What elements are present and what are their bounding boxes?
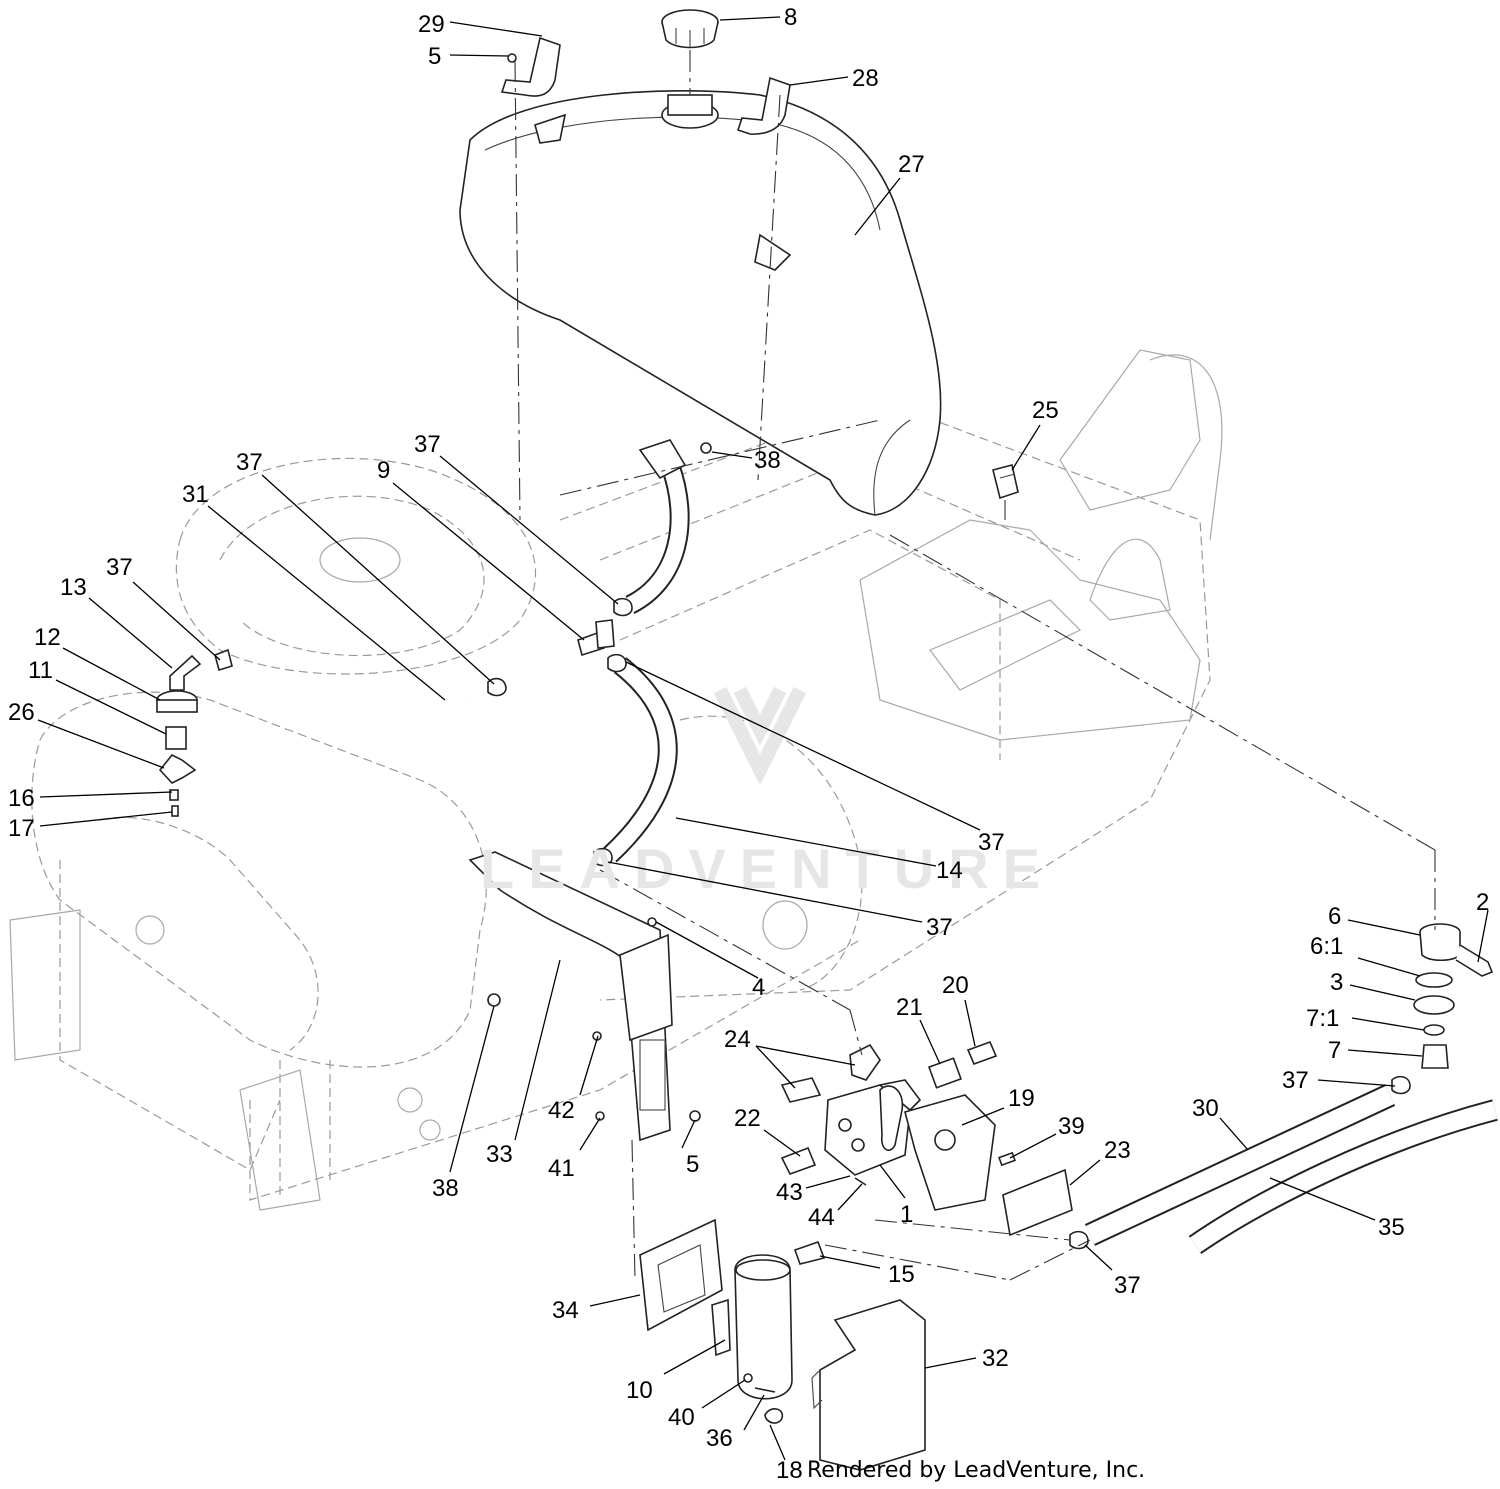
assembly-lines [514,50,1436,1281]
callout-42: 42 [548,1097,575,1124]
callout-36: 36 [706,1425,733,1452]
callout-1: 1 [900,1201,913,1228]
callout-30: 30 [1192,1095,1219,1122]
callout-37: 37 [106,554,133,581]
callouts: 29 5 8 28 27 25 37 38 37 9 31 37 13 12 1… [8,4,1489,1484]
callout-5: 5 [428,43,441,70]
callout-37: 37 [236,449,263,476]
callout-24: 24 [724,1026,751,1053]
callout-41: 41 [548,1155,575,1182]
filter-bowl [734,1240,826,1400]
callout-32: 32 [982,1345,1009,1372]
bracket-34 [639,1218,731,1357]
callout-7-1: 7:1 [1306,1005,1339,1032]
callout-31: 31 [182,481,209,508]
hose-top [625,461,690,614]
callout-28: 28 [852,65,879,92]
callout-44: 44 [808,1204,835,1231]
callout-18: 18 [776,1457,803,1484]
tank-strap-left [500,36,561,97]
callout-13: 13 [60,574,87,601]
callout-4: 4 [752,974,765,1001]
callout-3: 3 [1330,969,1343,996]
callout-37: 37 [1282,1067,1309,1094]
callout-25: 25 [1032,397,1059,424]
watermark: LEADVENTURE [480,686,1054,900]
callout-27: 27 [898,151,925,178]
callout-17: 17 [8,815,35,842]
bracket-33 [468,851,673,1142]
hose-31 [230,670,473,719]
callout-9: 9 [377,457,390,484]
callout-16: 16 [8,785,35,812]
callout-8: 8 [784,4,797,31]
callout-7: 7 [1328,1037,1341,1064]
hose-30 [1084,1084,1396,1246]
callout-19: 19 [1008,1085,1035,1112]
drain-assembly [1413,923,1494,1069]
callout-6: 6 [1328,903,1341,930]
callout-38: 38 [432,1175,459,1202]
callout-20: 20 [942,972,969,999]
hose-14 [603,657,678,863]
callout-37: 37 [978,829,1005,856]
callout-23: 23 [1104,1137,1131,1164]
callout-22: 22 [734,1105,761,1132]
callout-39: 39 [1058,1113,1085,1140]
callout-5: 5 [686,1151,699,1178]
callout-35: 35 [1378,1214,1405,1241]
filter-guard [811,1299,926,1471]
watermark-text: LEADVENTURE [480,837,1054,900]
callout-43: 43 [776,1179,803,1206]
callout-37: 37 [414,431,441,458]
fuel-cap [661,9,719,49]
callout-2: 2 [1476,889,1489,916]
tank-strap-right [736,76,791,135]
callout-6-1: 6:1 [1310,933,1343,960]
callout-11: 11 [28,657,53,684]
callout-37: 37 [926,914,953,941]
callout-26: 26 [8,699,35,726]
tractor-frame-ghost [9,349,1223,1211]
callout-34: 34 [552,1297,579,1324]
callout-40: 40 [668,1404,695,1431]
callout-21: 21 [896,994,923,1021]
credit-text: Rendered by LeadVenture, Inc. [807,1458,1145,1483]
callout-37: 37 [1114,1272,1141,1299]
callout-29: 29 [418,11,445,38]
fuel-tank [459,89,942,516]
callout-15: 15 [888,1261,915,1288]
switch [992,464,1019,500]
callout-38: 38 [754,447,781,474]
callout-10: 10 [626,1377,653,1404]
callout-33: 33 [486,1141,513,1168]
hose-35 [1188,1099,1498,1255]
callout-14: 14 [936,857,963,884]
callout-12: 12 [34,624,61,651]
